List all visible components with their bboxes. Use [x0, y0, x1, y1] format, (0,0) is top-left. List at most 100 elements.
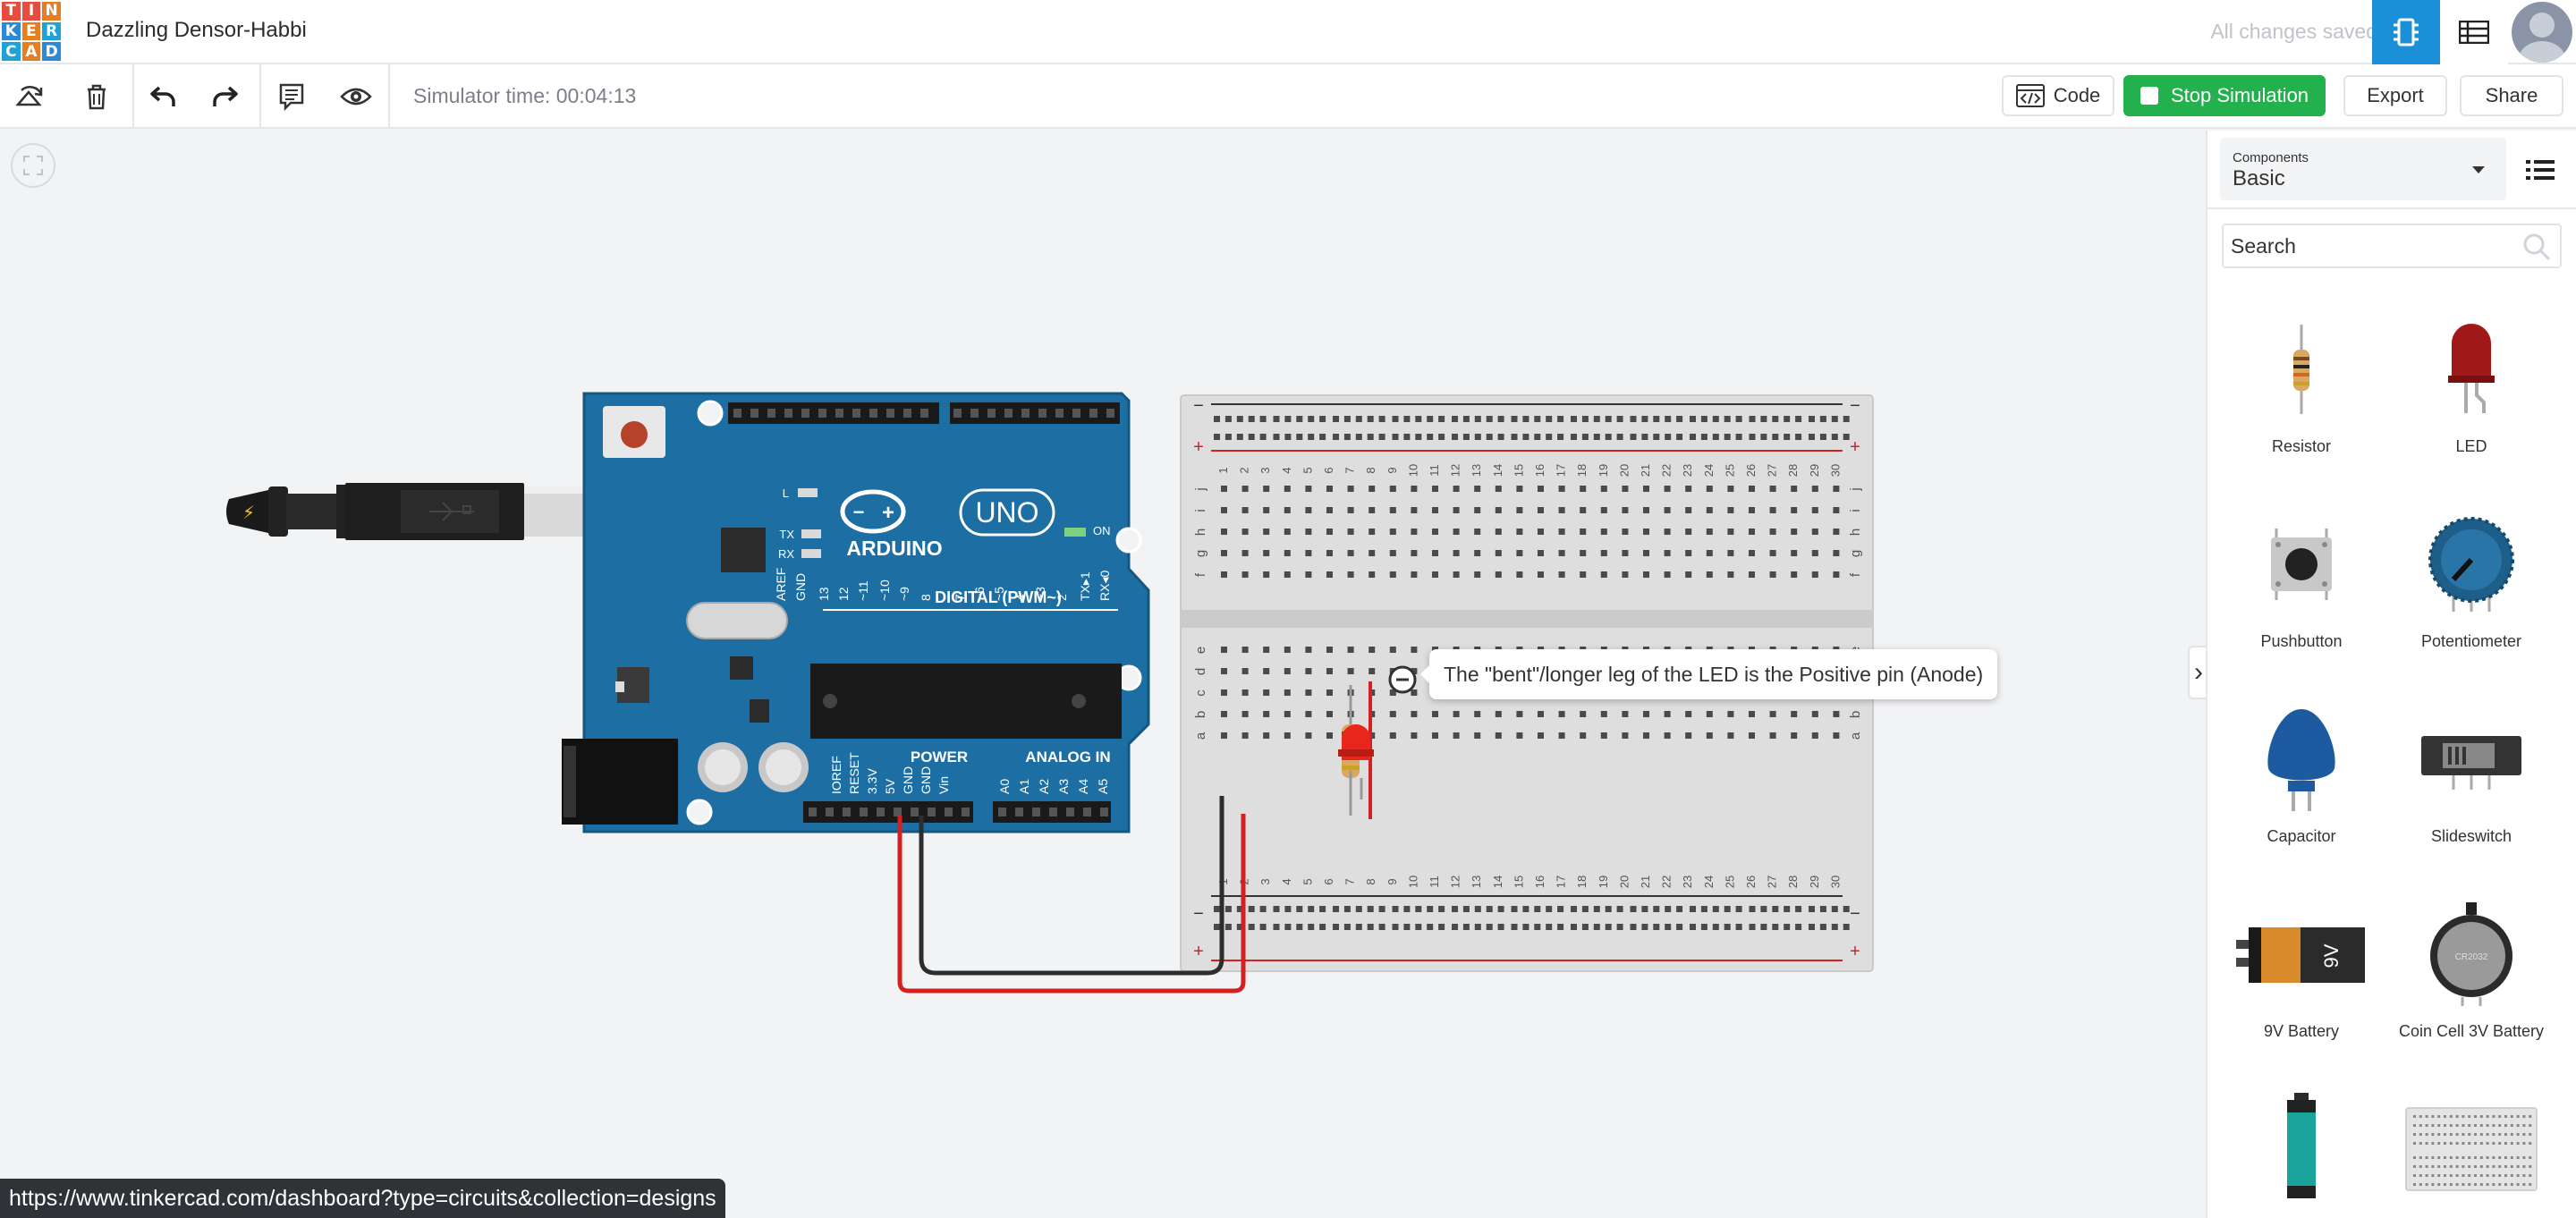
component-slideswitch[interactable]: Slideswitch: [2386, 692, 2556, 846]
breadboard-hole[interactable]: [1214, 416, 1220, 422]
breadboard-hole[interactable]: [1308, 906, 1315, 912]
breadboard-hole[interactable]: [1819, 906, 1826, 912]
breadboard-hole[interactable]: [1305, 550, 1312, 556]
breadboard-hole[interactable]: [1438, 416, 1445, 422]
breadboard-hole[interactable]: [1795, 434, 1802, 440]
breadboard-hole[interactable]: [1522, 906, 1530, 912]
breadboard-hole[interactable]: [1641, 434, 1648, 440]
breadboard-hole[interactable]: [1641, 924, 1648, 930]
breadboard-hole[interactable]: [1221, 689, 1227, 696]
breadboard-hole[interactable]: [1284, 434, 1292, 440]
breadboard-hole[interactable]: [1760, 906, 1767, 912]
breadboard-hole[interactable]: [1630, 416, 1637, 422]
breadboard-hole[interactable]: [1296, 416, 1303, 422]
breadboard-hole[interactable]: [1319, 906, 1326, 912]
breadboard-hole[interactable]: [1580, 550, 1587, 556]
arduino-uno-board[interactable]: − + ARDUINO UNO DIGITAL (PWM~) POWER ANA…: [562, 392, 1150, 833]
breadboard-hole[interactable]: [1333, 906, 1339, 912]
breadboard-hole[interactable]: [1241, 550, 1249, 556]
breadboard-hole[interactable]: [1214, 906, 1220, 912]
header-pin[interactable]: [1004, 409, 1013, 418]
breadboard-hole[interactable]: [1546, 434, 1553, 440]
breadboard-hole[interactable]: [1712, 924, 1719, 930]
breadboard-hole[interactable]: [1538, 571, 1544, 578]
breadboard-hole[interactable]: [1791, 571, 1798, 578]
breadboard-hole[interactable]: [1248, 906, 1255, 912]
breadboard-hole[interactable]: [1760, 924, 1767, 930]
header-pin[interactable]: [1015, 808, 1023, 816]
breadboard-hole[interactable]: [1811, 507, 1818, 513]
breadboard-hole[interactable]: [1749, 550, 1755, 556]
breadboard-hole[interactable]: [1296, 906, 1303, 912]
breadboard-hole[interactable]: [1236, 434, 1243, 440]
breadboard-hole[interactable]: [1305, 732, 1312, 739]
export-button[interactable]: Export: [2343, 75, 2447, 116]
breadboard-hole[interactable]: [1616, 434, 1623, 440]
breadboard-hole[interactable]: [1367, 416, 1374, 422]
breadboard-hole[interactable]: [1749, 507, 1755, 513]
breadboard-hole[interactable]: [1664, 529, 1671, 535]
breadboard-hole[interactable]: [1367, 924, 1374, 930]
breadboard-hole[interactable]: [1248, 924, 1255, 930]
breadboard-hole[interactable]: [1749, 906, 1756, 912]
breadboard-hole[interactable]: [1727, 571, 1734, 578]
breadboard-hole[interactable]: [1389, 647, 1396, 653]
breadboard-hole[interactable]: [1622, 529, 1629, 535]
breadboard-hole[interactable]: [1411, 668, 1418, 674]
breadboard-hole[interactable]: [1727, 507, 1734, 513]
breadboard-hole[interactable]: [1347, 571, 1354, 578]
search-icon[interactable]: [2522, 233, 2551, 261]
breadboard-hole[interactable]: [1630, 434, 1637, 440]
breadboard-hole[interactable]: [1538, 529, 1544, 535]
header-pin[interactable]: [809, 808, 817, 816]
breadboard-hole[interactable]: [1378, 434, 1385, 440]
breadboard-hole[interactable]: [1427, 416, 1434, 422]
breadboard-hole[interactable]: [1724, 416, 1731, 422]
breadboard-hole[interactable]: [1368, 529, 1376, 535]
breadboard-hole[interactable]: [1833, 711, 1840, 717]
breadboard-hole[interactable]: [1241, 571, 1249, 578]
breadboard-hole[interactable]: [1516, 550, 1523, 556]
breadboard-hole[interactable]: [1665, 924, 1672, 930]
header-pin[interactable]: [852, 409, 860, 418]
breadboard-hole[interactable]: [1593, 906, 1600, 912]
breadboard-hole[interactable]: [1558, 711, 1565, 717]
breadboard-hole[interactable]: [1664, 507, 1671, 513]
breadboard-hole[interactable]: [1558, 550, 1565, 556]
breadboard-hole[interactable]: [1772, 924, 1779, 930]
breadboard-hole[interactable]: [1343, 434, 1351, 440]
breadboard-hole[interactable]: [1558, 732, 1565, 739]
breadboard-hole[interactable]: [1378, 906, 1385, 912]
breadboard-hole[interactable]: [1273, 906, 1280, 912]
breadboard-hole[interactable]: [1497, 416, 1504, 422]
header-pin[interactable]: [767, 409, 775, 418]
breadboard-hole[interactable]: [1791, 550, 1798, 556]
breadboard-hole[interactable]: [1571, 906, 1577, 912]
breadboard-hole[interactable]: [1474, 924, 1481, 930]
breadboard-hole[interactable]: [1769, 529, 1776, 535]
breadboard-hole[interactable]: [1236, 416, 1243, 422]
breadboard-hole[interactable]: [1665, 906, 1672, 912]
breadboard-hole[interactable]: [1308, 416, 1315, 422]
breadboard-hole[interactable]: [1516, 529, 1523, 535]
breadboard-hole[interactable]: [1347, 507, 1354, 513]
breadboard-hole[interactable]: [1284, 689, 1291, 696]
breadboard-hole[interactable]: [1665, 434, 1672, 440]
header-pin[interactable]: [860, 808, 868, 816]
breadboard-hole[interactable]: [1605, 924, 1612, 930]
breadboard-hole[interactable]: [1284, 550, 1291, 556]
breadboard-hole[interactable]: [1643, 571, 1649, 578]
breadboard-hole[interactable]: [1241, 507, 1249, 513]
breadboard-hole[interactable]: [1241, 668, 1249, 674]
breadboard-hole[interactable]: [1690, 416, 1696, 422]
breadboard-hole[interactable]: [1706, 571, 1713, 578]
breadboard-hole[interactable]: [1819, 924, 1826, 930]
breadboard-hole[interactable]: [1600, 711, 1607, 717]
breadboard-hole[interactable]: [1241, 529, 1249, 535]
list-view-button[interactable]: [2522, 152, 2558, 188]
breadboard-hole[interactable]: [1676, 434, 1683, 440]
breadboard-hole[interactable]: [1700, 434, 1707, 440]
breadboard-hole[interactable]: [1685, 486, 1692, 492]
breadboard-hole[interactable]: [1831, 906, 1838, 912]
breadboard-hole[interactable]: [1653, 906, 1660, 912]
